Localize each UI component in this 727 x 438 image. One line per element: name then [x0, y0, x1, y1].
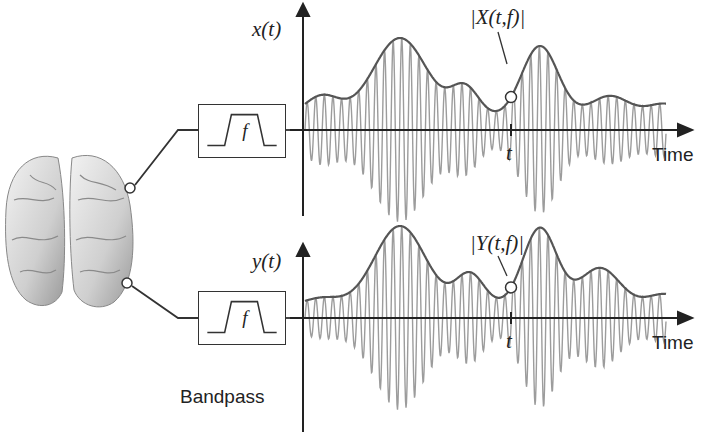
axis-label: Bandpass: [180, 387, 265, 408]
envelope: [305, 226, 666, 301]
signal-name: |Y(t,f)|: [470, 232, 524, 255]
signal-name: x(t): [252, 18, 281, 41]
signal-name: y(t): [252, 250, 281, 273]
bandpass-box: f: [198, 104, 286, 158]
brain: [6, 130, 303, 318]
axis-label: Time: [652, 145, 694, 166]
filter-frequency: f: [242, 308, 247, 327]
filter-frequency: f: [242, 121, 247, 140]
bandpass-symbol: [199, 292, 285, 344]
axes: [290, 4, 692, 432]
axis-label: Time: [652, 333, 694, 354]
signal-name: |X(t,f)|: [470, 6, 525, 29]
envelope: [305, 38, 666, 111]
bandpass-box: f: [198, 291, 286, 345]
bandpass-symbol: [199, 105, 285, 157]
signal-name: t: [506, 330, 512, 353]
signal-name: t: [506, 142, 512, 165]
